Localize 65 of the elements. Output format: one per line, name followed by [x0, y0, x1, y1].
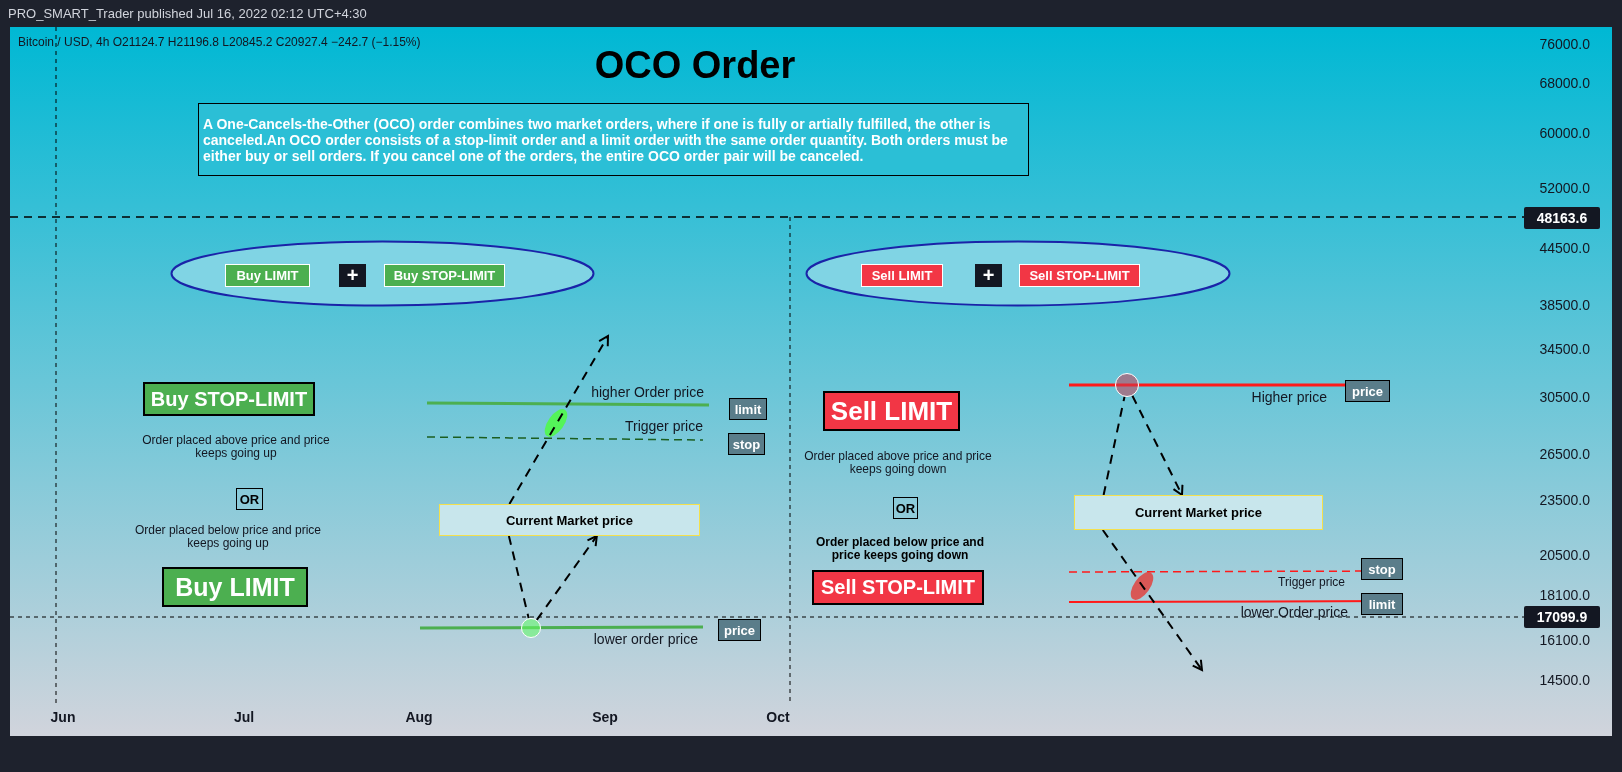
- line-label: Trigger price: [1278, 575, 1345, 589]
- order-type-tag: Sell STOP-LIMIT: [812, 570, 984, 605]
- price-tick: 52000.0: [1539, 180, 1590, 196]
- price-tick: 76000.0: [1539, 36, 1590, 52]
- market-price-box: Current Market price: [439, 504, 700, 536]
- header-text: PRO_SMART_Trader published Jul 16, 2022 02:12 UTC+4:30: [8, 6, 367, 21]
- order-tag: stop: [728, 433, 765, 455]
- or-tag: OR: [236, 488, 263, 510]
- price-tick: 26500.0: [1539, 446, 1590, 462]
- line-label: lower Order price: [1240, 604, 1348, 620]
- dashed-arrow: [1131, 394, 1184, 496]
- note-text: Order placed below price and price keeps going up: [133, 524, 323, 550]
- line-label: higher Order price: [591, 384, 704, 400]
- order-pair-ellipse: [170, 240, 595, 307]
- description-box: A One-Cancels-the-Other (OCO) order combines two market orders, where if one is fully or artially fulfilled, the other is canceled.An OCO order consists of a stop-limit order and a limit order with the same order quantity. Both orders must be either buy or sell orders. If you cancel one of the orders, the entire OCO order pair will be canceled.: [198, 103, 1029, 176]
- price-point-circle: [1115, 373, 1139, 397]
- price-tick: 60000.0: [1539, 125, 1590, 141]
- order-type-tag: Buy LIMIT: [162, 567, 308, 607]
- price-tick: 20500.0: [1539, 547, 1590, 563]
- dashed-arrow: [508, 335, 609, 505]
- month-label: Jun: [50, 709, 76, 725]
- note-text: Order placed above price and price keeps going down: [803, 450, 993, 476]
- order-type-tag: Buy STOP-LIMIT: [384, 264, 505, 287]
- order-tag: limit: [1361, 593, 1403, 615]
- order-type-tag: Sell LIMIT: [823, 391, 960, 431]
- title: OCO Order: [594, 44, 796, 87]
- price-tick: 38500.0: [1539, 297, 1590, 313]
- note-text: Order placed below price and price keeps going down: [814, 536, 985, 562]
- price-badge: 17099.9: [1524, 606, 1600, 628]
- order-pair-ellipse: [805, 240, 1231, 307]
- price-tick: 34500.0: [1539, 341, 1590, 357]
- dashed-line: [1102, 395, 1126, 496]
- market-price-box: Current Market price: [1074, 495, 1323, 530]
- price-tick: 14500.0: [1539, 672, 1590, 688]
- line-label: lower order price: [593, 631, 698, 647]
- month-label: Oct: [766, 709, 790, 725]
- price-tick: 30500.0: [1539, 389, 1590, 405]
- month-label: Sep: [592, 709, 618, 725]
- line-label: Higher price: [1251, 389, 1327, 405]
- price-badge: 48163.6: [1524, 207, 1600, 229]
- price-tick: 23500.0: [1539, 492, 1590, 508]
- dashed-arrow: [1101, 529, 1203, 671]
- month-label: Aug: [405, 709, 433, 725]
- price-tick: 18100.0: [1539, 587, 1590, 603]
- or-tag: OR: [893, 497, 918, 519]
- price-tick: 16100.0: [1539, 632, 1590, 648]
- price-point-circle: [521, 618, 541, 638]
- order-type-tag: Buy LIMIT: [225, 264, 310, 287]
- order-tag: stop: [1361, 558, 1403, 580]
- order-tag: limit: [729, 398, 767, 420]
- order-type-tag: Buy STOP-LIMIT: [143, 382, 315, 416]
- dashed-line: [507, 535, 530, 620]
- symbol-info: Bitcoin / USD, 4h O21124.7 H21196.8 L20845.2 C20927.4 −242.7 (−1.15%): [18, 35, 421, 49]
- month-label: Jul: [233, 709, 255, 725]
- order-tag: price: [718, 619, 761, 641]
- order-type-tag: Sell LIMIT: [861, 264, 943, 287]
- line-label: Trigger price: [624, 418, 703, 434]
- order-type-tag: Sell STOP-LIMIT: [1019, 264, 1140, 287]
- price-tick: 68000.0: [1539, 75, 1590, 91]
- plus-sign: +: [339, 264, 366, 287]
- order-tag: price: [1345, 380, 1390, 402]
- dashed-arrow: [535, 535, 598, 621]
- price-tick: 44500.0: [1539, 240, 1590, 256]
- plus-sign: +: [975, 264, 1002, 287]
- note-text: Order placed above price and price keeps going up: [141, 434, 331, 460]
